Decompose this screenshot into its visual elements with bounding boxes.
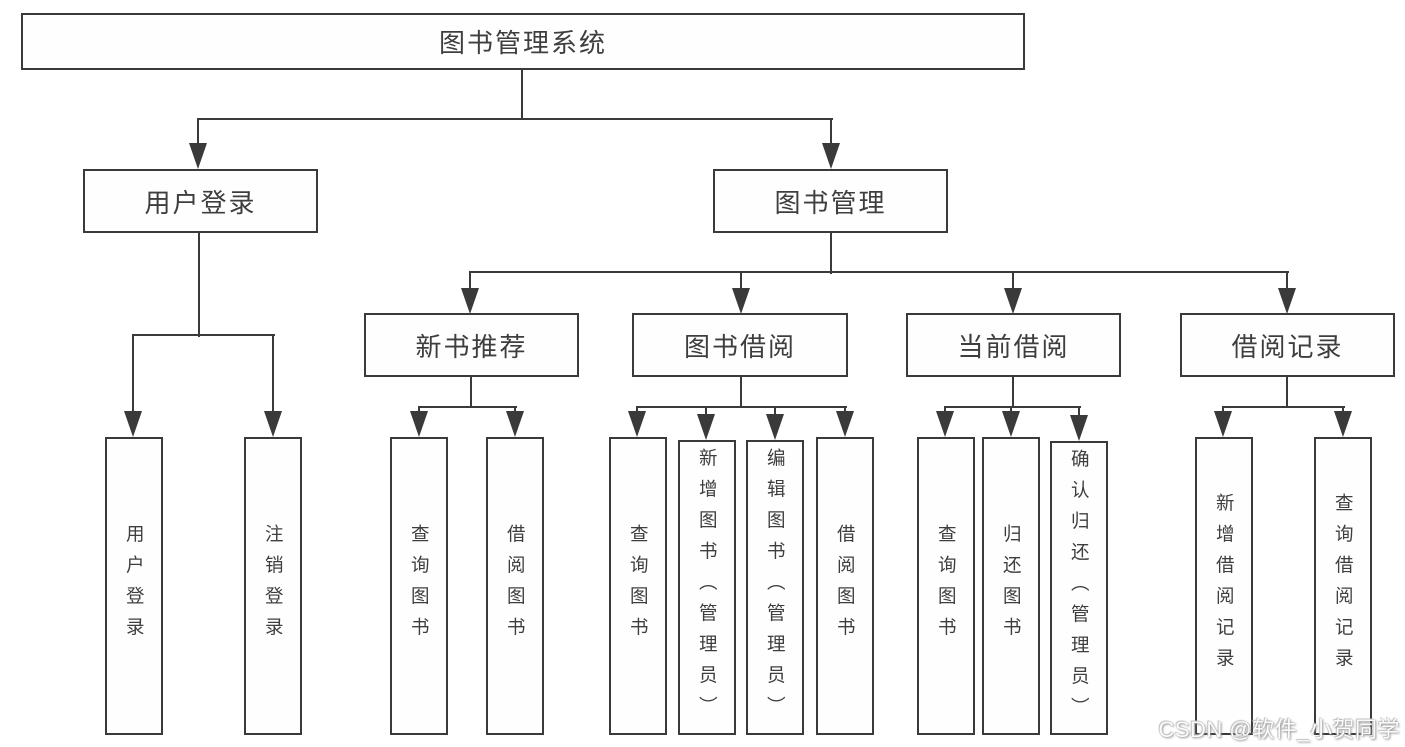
- arrowhead: [124, 411, 142, 437]
- node-borrowing-records: 借阅记录: [1180, 313, 1395, 377]
- arrowhead: [836, 411, 854, 437]
- arrowhead: [189, 143, 207, 169]
- connector-to-leaf-logout: [271, 335, 275, 415]
- leaf-user-login: 用户登录: [105, 437, 163, 735]
- arrowhead: [697, 414, 715, 440]
- connector-to-book-borrowing: [739, 272, 743, 292]
- connector-new-books-drop: [469, 377, 473, 408]
- arrowhead: [936, 411, 954, 437]
- node-current-borrowing: 当前借阅: [906, 313, 1121, 377]
- leaf-cb-query-books: 查询图书: [917, 437, 975, 735]
- leaf-bb-add-books-admin: 新增图书（管理员）: [678, 440, 736, 735]
- leaf-nb-query-books: 查询图书: [390, 437, 448, 735]
- node-root: 图书管理系统: [21, 13, 1025, 70]
- connector-to-cb-confirm: [1077, 407, 1081, 419]
- node-book-management: 图书管理: [713, 169, 948, 233]
- node-book-borrowing: 图书借阅: [632, 313, 848, 377]
- connector-book-borrowing-drop: [739, 377, 743, 408]
- connector-book-management-drop: [829, 233, 833, 274]
- leaf-logout: 注销登录: [244, 437, 302, 735]
- connector-borrowing-records-drop: [1285, 377, 1289, 408]
- connector-to-book-management: [829, 119, 833, 147]
- arrowhead: [732, 288, 750, 314]
- arrowhead: [1334, 411, 1352, 437]
- leaf-br-add-record: 新增借阅记录: [1195, 437, 1253, 735]
- leaf-bb-edit-books-admin: 编辑图书（管理员）: [746, 440, 804, 735]
- arrowhead: [766, 414, 784, 440]
- arrowhead: [822, 143, 840, 169]
- csdn-watermark: CSDN @软件_小贺同学: [1158, 717, 1400, 742]
- connector-to-new-books: [468, 272, 472, 292]
- node-user-login: 用户登录: [83, 169, 318, 233]
- leaf-bb-borrow-books: 借阅图书: [816, 437, 874, 735]
- arrowhead: [410, 411, 428, 437]
- connector-new-books-splitter: [418, 405, 517, 409]
- arrowhead: [1002, 411, 1020, 437]
- arrowhead: [1214, 411, 1232, 437]
- arrowhead: [461, 288, 479, 314]
- connector-borrowing-records-splitter: [1222, 405, 1345, 409]
- arrowhead: [506, 411, 524, 437]
- connector-level3-splitter: [469, 270, 1289, 274]
- connector-to-bb-edit: [773, 407, 777, 418]
- connector-to-bb-add: [704, 407, 708, 418]
- connector-to-user-login: [196, 119, 200, 147]
- node-new-book-recommend: 新书推荐: [364, 313, 579, 377]
- leaf-nb-borrow-books: 借阅图书: [486, 437, 544, 735]
- connector-to-leaf-user-login: [131, 335, 135, 415]
- connector-book-borrowing-splitter: [636, 405, 847, 409]
- leaf-cb-confirm-return-admin: 确认归还（管理员）: [1050, 441, 1108, 735]
- arrowhead: [1278, 288, 1296, 314]
- connector-current-borrowing-splitter: [944, 405, 1081, 409]
- arrowhead: [1070, 415, 1088, 441]
- arrowhead: [628, 411, 646, 437]
- leaf-cb-return-books: 归还图书: [982, 437, 1040, 735]
- connector-to-borrowing-records: [1285, 272, 1289, 292]
- leaf-bb-query-books: 查询图书: [609, 437, 667, 735]
- connector-user-login-drop: [197, 233, 201, 337]
- leaf-br-query-record: 查询借阅记录: [1314, 437, 1372, 735]
- connector-level2-splitter: [197, 117, 833, 121]
- arrowhead: [1004, 288, 1022, 314]
- connector-root-drop: [520, 70, 524, 120]
- arrowhead: [264, 411, 282, 437]
- connector-user-login-splitter: [132, 333, 275, 337]
- connector-to-current-borrowing: [1011, 272, 1015, 292]
- connector-current-borrowing-drop: [1011, 377, 1015, 408]
